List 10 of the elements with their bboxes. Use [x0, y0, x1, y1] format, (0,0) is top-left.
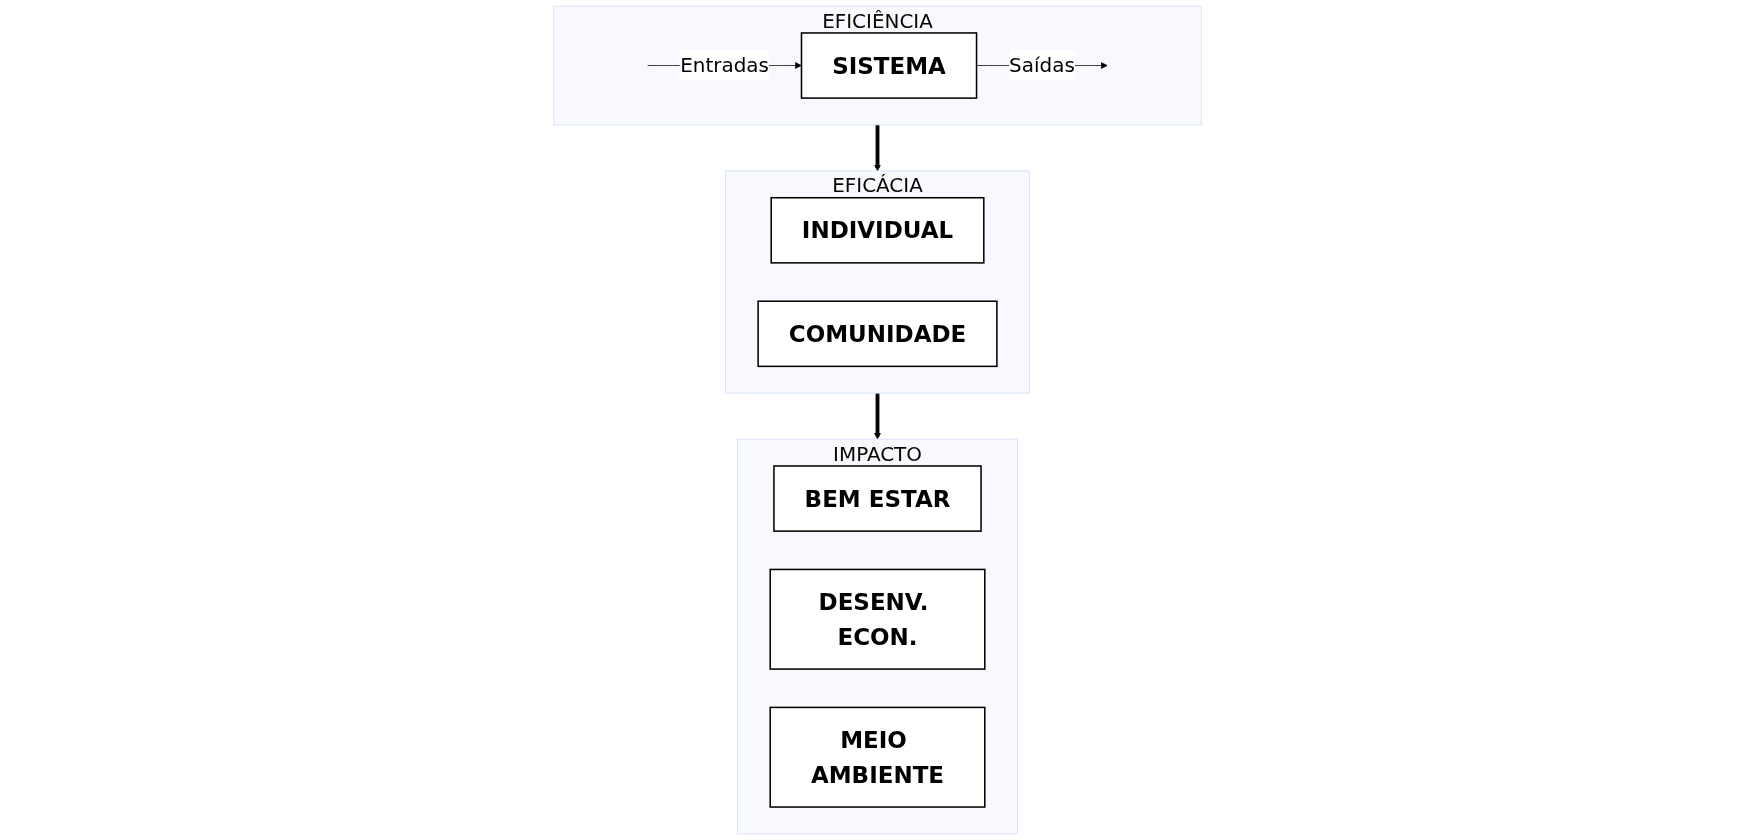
edge-label: Saídas	[1009, 53, 1075, 77]
node-box: SISTEMA	[800, 32, 978, 99]
node-box: BEM ESTAR	[773, 465, 982, 532]
node-box: MEIO AMBIENTE	[769, 706, 986, 808]
arrow	[874, 124, 881, 172]
node-box: DESENV. ECON.	[769, 568, 986, 670]
edge-label: Entradas	[680, 53, 769, 77]
arrow	[874, 393, 881, 440]
node-box: INDIVIDUAL	[770, 196, 985, 264]
node-box: COMUNIDADE	[757, 300, 998, 368]
